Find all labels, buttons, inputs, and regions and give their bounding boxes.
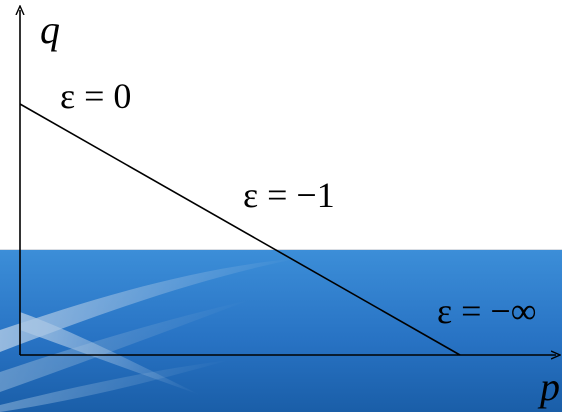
y-axis-label: q <box>40 7 60 52</box>
white-area <box>0 0 562 250</box>
demand-line <box>19 103 461 356</box>
swoosh-middle <box>0 300 250 392</box>
swoosh-cross <box>20 312 200 395</box>
label-eps-minus-one: ε = −1 <box>243 175 335 215</box>
label-eps-minus-inf: ε = −∞ <box>437 291 536 331</box>
band-edge <box>0 249 562 251</box>
x-axis-label: p <box>537 364 560 409</box>
label-eps-zero: ε = 0 <box>60 76 131 116</box>
swoosh-lower <box>0 360 230 412</box>
